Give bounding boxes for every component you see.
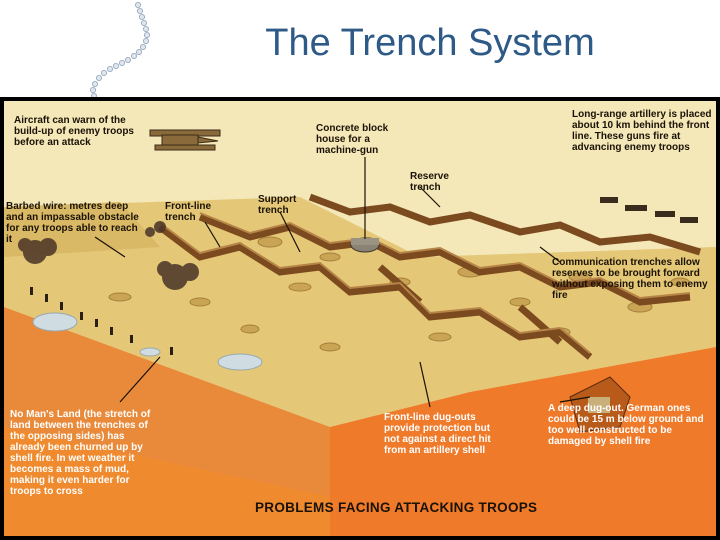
label-barbed-wire: Barbed wire: metres deep and an impassab… — [6, 201, 139, 245]
bead-chain-decoration — [90, 2, 150, 100]
label-aircraft: Aircraft can warn of the build-up of ene… — [14, 115, 134, 148]
biplane-icon — [149, 129, 221, 151]
label-no-mans-land: No Man's Land (the stretch of land betwe… — [10, 409, 151, 497]
label-concrete-block-house: Concrete block house for a machine-gun — [316, 123, 389, 156]
label-long-range-artillery: Long-range artillery is placed about 10 … — [572, 109, 712, 153]
slide-title: The Trench System — [265, 22, 595, 64]
label-deep-dug-out: A deep dug-out. German ones could be 15 … — [548, 403, 704, 447]
label-front-line-trench: Front-line trench — [165, 201, 212, 223]
trench-illustration — [4, 101, 716, 536]
diagram-banner: PROBLEMS FACING ATTACKING TROOPS — [255, 500, 538, 515]
label-communication-trenches: Communication trenches allow reserves to… — [552, 257, 708, 301]
label-support-trench: Support trench — [258, 194, 297, 216]
label-reserve-trench: Reserve trench — [410, 171, 449, 193]
label-front-line-dug-outs: Front-line dug-outs provide protection b… — [384, 412, 491, 456]
trench-system-diagram: Aircraft can warn of the build-up of ene… — [0, 97, 720, 540]
